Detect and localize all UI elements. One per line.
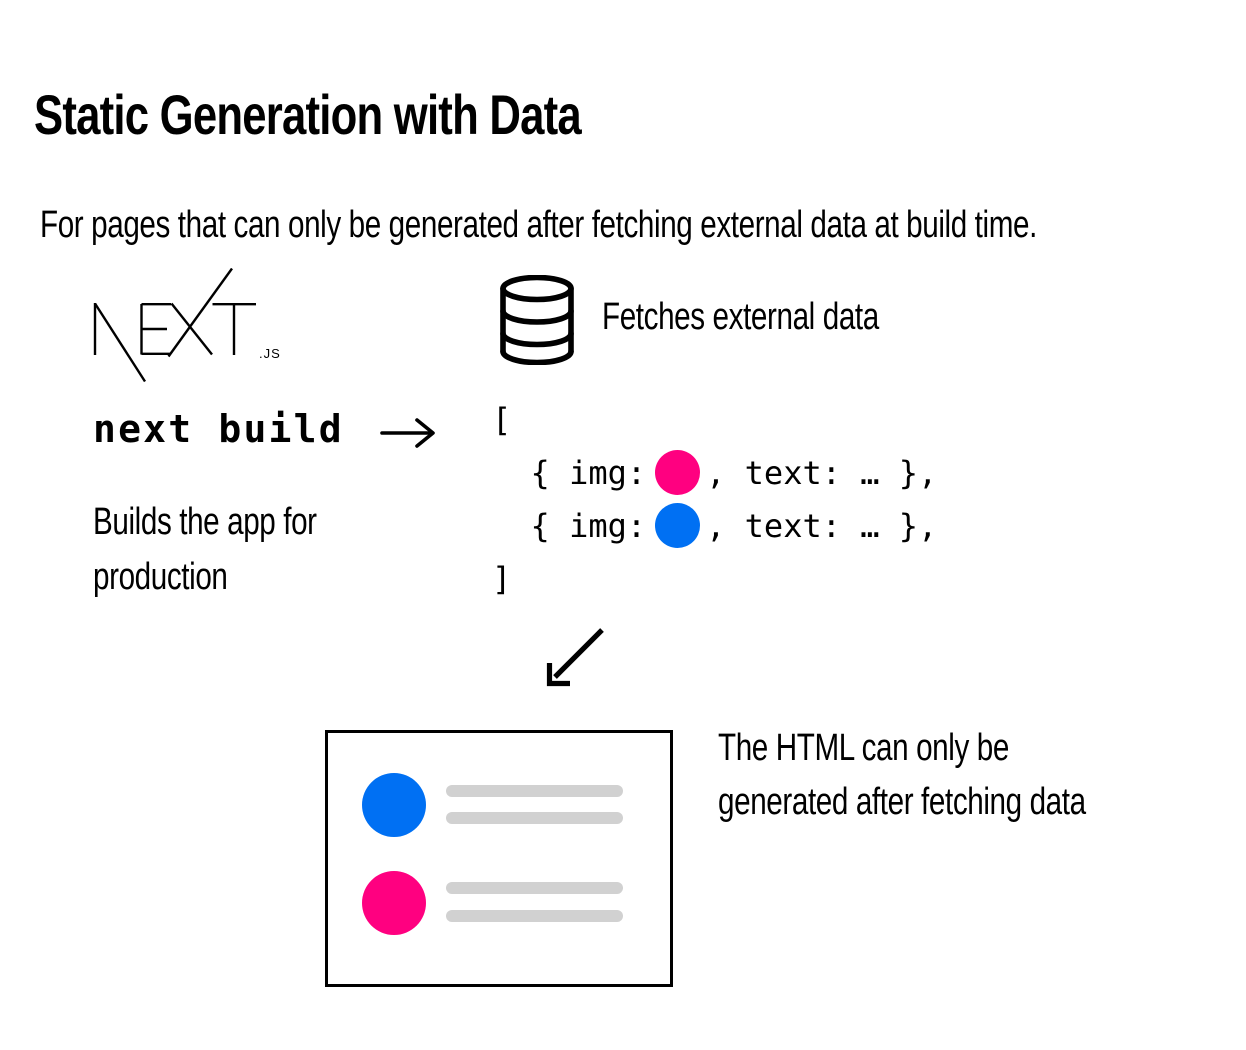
code-close-bracket: ] <box>492 559 512 598</box>
pink-circle-image-icon <box>655 450 701 495</box>
code-item-prefix: { img: <box>530 453 647 492</box>
code-item-row: { img: , text: … }, <box>492 446 937 499</box>
fetch-label: Fetches external data <box>602 296 879 338</box>
build-description: Builds the app for production <box>93 495 317 605</box>
code-item-suffix: , text: … }, <box>706 506 938 545</box>
build-description-line: Builds the app for <box>93 501 317 543</box>
build-description-line: production <box>93 556 228 598</box>
text-placeholder-bar <box>446 882 623 894</box>
result-caption-line: The HTML can only be <box>718 727 1009 769</box>
text-placeholder-bar <box>446 812 623 824</box>
code-open-bracket: [ <box>492 400 512 439</box>
code-item-row: { img: , text: … }, <box>492 499 937 552</box>
database-icon <box>500 275 574 365</box>
build-command-text: next build <box>93 407 344 451</box>
nextjs-logo: .JS <box>93 268 281 383</box>
blue-circle-image-icon <box>655 503 701 548</box>
page-preview-box <box>325 730 673 987</box>
result-caption-line: generated after fetching data <box>718 781 1086 823</box>
code-block: [ { img:, text: … }, { img:, text: … }, … <box>492 393 937 605</box>
page-subtitle: For pages that can only be generated aft… <box>40 204 1037 246</box>
code-item-suffix: , text: … }, <box>706 453 938 492</box>
page-title: Static Generation with Data <box>34 82 582 146</box>
down-left-arrow-icon <box>546 628 604 687</box>
code-item-prefix: { img: <box>530 506 647 545</box>
text-placeholder-bar <box>446 910 623 922</box>
blue-avatar-circle <box>362 773 426 837</box>
text-placeholder-bar <box>446 785 623 797</box>
pink-avatar-circle <box>362 871 426 935</box>
result-caption: The HTML can only be generated after fet… <box>718 721 1086 829</box>
nextjs-logo-suffix: .JS <box>259 346 281 361</box>
right-arrow-icon <box>380 418 435 448</box>
